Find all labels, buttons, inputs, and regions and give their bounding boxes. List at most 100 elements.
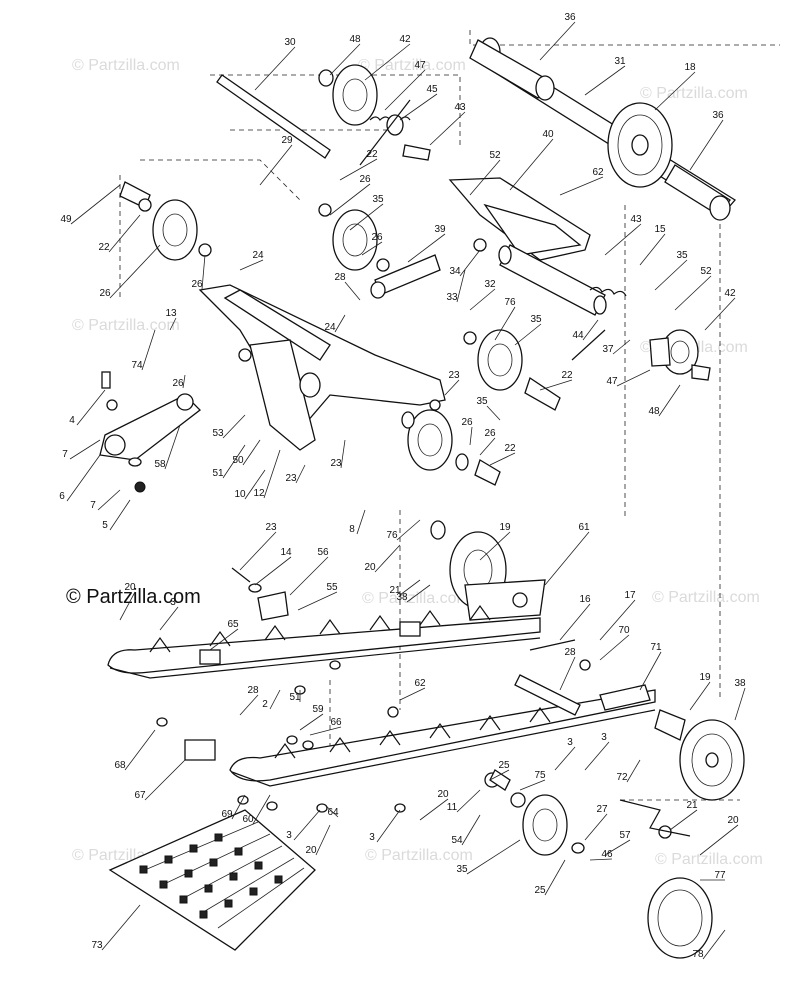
- callout-leader-line: [486, 405, 501, 421]
- callout-26: 26: [191, 279, 203, 290]
- callout-24: 24: [324, 322, 336, 333]
- callout-71: 71: [650, 642, 662, 653]
- callout-3: 3: [567, 737, 573, 748]
- callout-leader-line: [334, 314, 346, 333]
- callout-30: 30: [284, 37, 296, 48]
- callout-leader-line: [584, 813, 608, 841]
- callout-leader-line: [269, 689, 281, 710]
- callout-28: 28: [334, 272, 346, 283]
- callout-leader-line: [109, 499, 131, 531]
- callout-leader-line: [489, 452, 516, 466]
- callout-leader-line: [295, 464, 306, 484]
- callout-12: 12: [253, 488, 265, 499]
- callout-45: 45: [426, 84, 438, 95]
- callout-leader-line: [654, 259, 688, 291]
- callout-57: 57: [619, 830, 631, 841]
- callout-leader-line: [704, 297, 736, 331]
- callout-leader-line: [222, 414, 246, 439]
- callout-leader-line: [101, 904, 141, 951]
- callout-6: 6: [59, 491, 65, 502]
- callout-leader-line: [639, 233, 666, 266]
- callout-leader-line: [658, 384, 681, 417]
- callout-28: 28: [247, 685, 259, 696]
- callout-leader-line: [544, 531, 590, 586]
- callout-24: 24: [252, 250, 264, 261]
- callout-leader-line: [639, 651, 662, 691]
- callout-20: 20: [364, 562, 376, 573]
- callout-76: 76: [386, 530, 398, 541]
- left-slide-rail: [107, 567, 576, 679]
- callout-32: 32: [484, 279, 496, 290]
- callout-5: 5: [102, 520, 108, 531]
- callout-55: 55: [326, 582, 338, 593]
- callout-67: 67: [134, 790, 146, 801]
- callout-62: 62: [414, 678, 426, 689]
- callout-leader-line: [209, 628, 239, 651]
- callout-leader-line: [108, 214, 141, 253]
- callout-23: 23: [330, 458, 342, 469]
- callout-leader-line: [356, 509, 366, 535]
- callout-leader-line: [612, 339, 631, 355]
- callout-leader-line: [396, 519, 421, 541]
- callout-leader-line: [109, 244, 161, 299]
- callout-3: 3: [170, 597, 176, 608]
- callout-20: 20: [124, 582, 136, 593]
- callout-leader-line: [309, 726, 342, 736]
- callout-leader-line: [469, 426, 473, 446]
- callout-73: 73: [91, 940, 103, 951]
- callout-51: 51: [289, 692, 301, 703]
- fasteners: [156, 660, 511, 813]
- callout-leader-line: [364, 43, 411, 81]
- callout-leader-line: [702, 929, 726, 960]
- callout-7: 7: [62, 449, 68, 460]
- callout-leader-line: [584, 65, 626, 96]
- callout-2: 2: [262, 699, 268, 710]
- callout-75: 75: [534, 770, 546, 781]
- callout-3: 3: [369, 832, 375, 843]
- callout-20: 20: [437, 789, 449, 800]
- callout-leader-line: [689, 119, 724, 171]
- callout-36: 36: [564, 12, 576, 23]
- callout-leader-line: [616, 369, 651, 387]
- callout-17: 17: [624, 590, 636, 601]
- assembly-boundaries: [119, 30, 780, 801]
- callout-leader-line: [554, 746, 576, 771]
- callout-leader-line: [97, 489, 121, 511]
- callout-22: 22: [504, 443, 516, 454]
- right-slide-rail: [229, 659, 656, 787]
- callout-26: 26: [99, 288, 111, 299]
- callout-leader-line: [654, 71, 696, 111]
- callout-leader-line: [164, 424, 181, 470]
- callout-leader-line: [494, 306, 516, 341]
- callout-leader-line: [76, 389, 106, 426]
- callout-66: 66: [330, 717, 342, 728]
- callout-26: 26: [461, 417, 473, 428]
- callout-52: 52: [700, 266, 712, 277]
- callout-56: 56: [317, 547, 329, 558]
- callout-leader-line: [509, 138, 554, 191]
- callout-leader-line: [582, 319, 599, 341]
- callout-leader-line: [461, 814, 481, 846]
- callout-leader-line: [201, 254, 206, 290]
- callout-7: 7: [90, 500, 96, 511]
- callout-44: 44: [572, 330, 584, 341]
- callout-36: 36: [712, 110, 724, 121]
- callout-43: 43: [454, 102, 466, 113]
- callout-leader-line: [489, 769, 510, 781]
- callout-leader-line: [124, 729, 156, 771]
- upper-idler-shafts: [119, 64, 431, 272]
- callout-leader-line: [231, 794, 246, 820]
- callout-leader-line: [141, 329, 156, 371]
- callout-leader-line: [699, 824, 739, 856]
- callout-leader-line: [519, 779, 546, 791]
- callout-29: 29: [281, 135, 293, 146]
- callout-leader-line: [479, 531, 511, 561]
- callout-leader-line: [222, 444, 246, 479]
- watermark: © Partzilla.com: [72, 57, 180, 74]
- callout-78: 78: [692, 949, 704, 960]
- callout-21: 21: [686, 800, 698, 811]
- callout-26: 26: [359, 174, 371, 185]
- callout-leader-line: [263, 449, 281, 499]
- callout-35: 35: [676, 250, 688, 261]
